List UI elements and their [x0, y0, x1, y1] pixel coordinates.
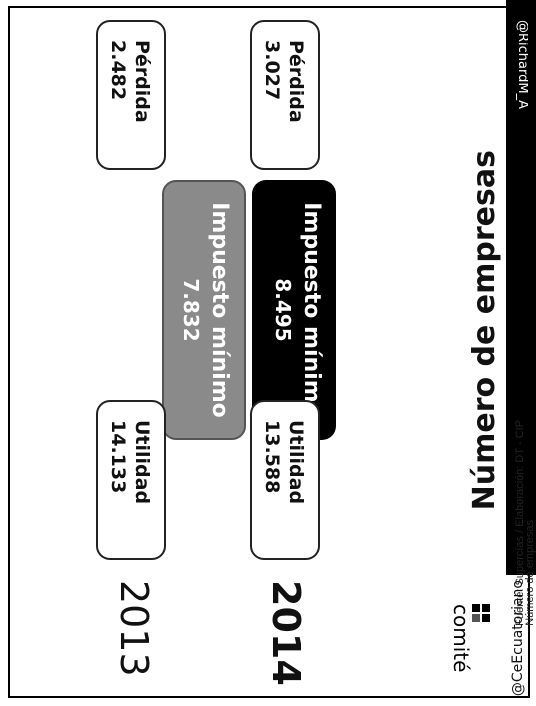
perdida-2014-value: 3.027 [261, 40, 283, 101]
perdida-2013-box: Pérdida 2.482 [96, 20, 166, 170]
impuesto-2013-label: Impuesto mínimo [207, 202, 232, 418]
impuesto-2013-box: Impuesto mínimo 7.832 [162, 180, 246, 440]
svg-text:comité: comité [449, 604, 473, 672]
impuesto-2013-value: 7.832 [179, 278, 203, 342]
utilidad-2013-box: Utilidad 14.133 [96, 400, 166, 560]
utilidad-2014-box: Utilidad 13.588 [250, 400, 320, 560]
utilidad-2013-value: 14.133 [107, 420, 129, 494]
year-2013: 2013 [112, 580, 156, 677]
utilidad-2014-label: Utilidad [285, 420, 307, 505]
perdida-2014-box: Pérdida 3.027 [250, 20, 320, 170]
utilidad-2013-label: Utilidad [131, 420, 153, 505]
utilidad-2014-value: 13.588 [261, 420, 283, 494]
page-title: Número de empresas [467, 150, 502, 511]
handle-bottom: @CeEcuatoriano [510, 580, 526, 697]
perdida-2014-label: Pérdida [285, 40, 307, 123]
year-2014: 2014 [264, 580, 308, 686]
logo: comité [436, 600, 496, 690]
logo-graphic: comité [449, 604, 490, 672]
perdida-2013-label: Pérdida [131, 40, 153, 123]
perdida-2013-value: 2.482 [107, 40, 129, 101]
